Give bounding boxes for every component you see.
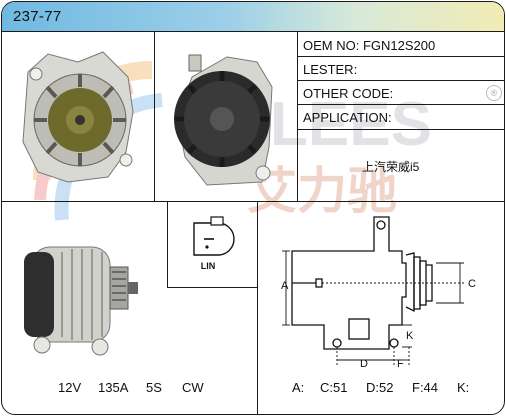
alternator-side-photo: [24, 246, 138, 356]
spec-current: 135A: [98, 380, 129, 395]
spec-dim-f: F:44: [412, 380, 439, 395]
connector-drawing: LIN: [193, 216, 235, 271]
dim-label-c: C: [468, 278, 476, 290]
application-value: 上汽荣威i5: [362, 160, 420, 174]
spec-grooves: 5S: [146, 380, 162, 395]
dim-label-k: K: [406, 330, 414, 342]
spec-rotation: CW: [182, 380, 204, 395]
lester-code: LESTER:: [303, 62, 358, 77]
spec-dim-k: K:: [457, 380, 470, 395]
dimension-drawing: A C D F K: [281, 216, 476, 370]
spec-dim-d: D:52: [366, 380, 394, 395]
divider: [2, 201, 504, 203]
alternator-rear-photo: [174, 54, 273, 186]
spec-dim-a: A:: [292, 380, 305, 395]
dim-label-d: D: [360, 358, 368, 370]
divider: [297, 104, 504, 106]
divider: [297, 31, 299, 201]
divider: [167, 287, 258, 289]
dim-label-f: F: [397, 358, 404, 370]
divider: [154, 31, 156, 201]
oem-number: OEM NO: FGN12S200: [303, 38, 436, 53]
spec-dim-c: C:51: [320, 380, 348, 395]
divider: [257, 201, 259, 414]
connector-label: LIN: [201, 261, 216, 271]
part-number-title: 237-77: [13, 8, 62, 25]
divider: [167, 201, 169, 287]
divider: [297, 129, 504, 131]
application-label: APPLICATION:: [303, 110, 392, 125]
other-code: OTHER CODE:: [303, 86, 394, 101]
alternator-front-photo: [22, 51, 134, 183]
watermark-chinese: 艾力驰: [247, 162, 397, 220]
registered-mark: ®: [486, 85, 502, 101]
dim-label-a: A: [281, 280, 289, 292]
header-bar: 237-77: [2, 2, 504, 32]
divider: [297, 80, 504, 82]
divider: [297, 56, 504, 58]
spec-voltage: 12V: [58, 380, 82, 395]
